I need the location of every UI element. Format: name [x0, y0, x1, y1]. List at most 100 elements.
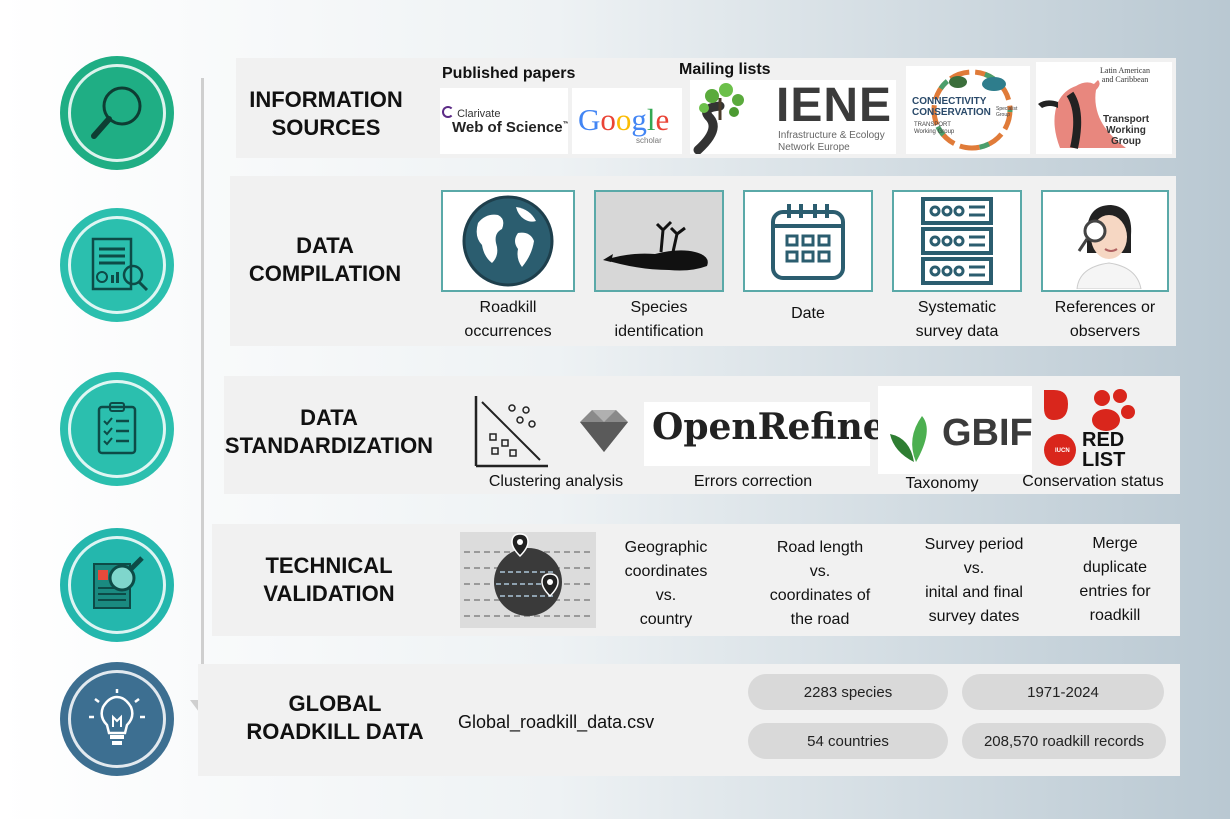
caption-line: References or	[1054, 299, 1156, 316]
gbif-logo[interactable]: GBIF	[878, 386, 1032, 474]
flow-arrow-line	[201, 78, 204, 708]
validation-line: vs.	[655, 587, 677, 604]
iene-subtitle: Infrastructure & Ecology Network Europe	[778, 130, 885, 154]
validation-line: Road length	[776, 539, 864, 556]
caption-line: Species	[630, 299, 688, 316]
mailing-lists-label: Mailing lists	[679, 61, 771, 78]
google-letter: l	[646, 102, 656, 137]
validation-line: coordinates of	[769, 587, 871, 604]
iene-logo[interactable]: IENE Infrastructure & Ecology Network Eu…	[690, 80, 896, 154]
red-list-line: LIST	[1082, 449, 1126, 471]
panel-technical-validation	[212, 524, 1180, 636]
validation-merge-duplicates: Merge duplicate entries for roadkill	[1062, 532, 1168, 628]
red-list-line: RED	[1082, 429, 1125, 451]
caption-line: observers	[1069, 323, 1141, 340]
web-of-science-logo[interactable]: Clarivate Web of Science™	[440, 88, 568, 154]
validation-line: roadkill	[1089, 607, 1141, 624]
published-papers-label: Published papers	[442, 65, 576, 82]
google-wordmark: Google	[578, 102, 669, 138]
caption-observers: References or observers	[1036, 296, 1174, 344]
google-word: Google	[578, 102, 669, 137]
openrefine-wordmark[interactable]: OpenRefine	[652, 406, 886, 448]
latam-line: Working	[1106, 125, 1146, 136]
validation-survey-period: Survey period vs. inital and final surve…	[906, 533, 1042, 629]
year-range-badge: 1971-2024	[962, 674, 1164, 710]
species-count-badge: 2283 species	[748, 674, 948, 710]
countries-count-badge: 54 countries	[748, 723, 948, 759]
stage-title-global-roadkill-data: GLOBAL ROADKILL DATA	[230, 690, 440, 746]
caption-line: Roadkill	[479, 299, 537, 316]
iucn-label: IUCN	[1055, 448, 1070, 454]
latam-transport-working-group-logo[interactable]: Latin American and Caribbean Transport W…	[1036, 62, 1172, 154]
compilation-box-species	[594, 190, 724, 292]
google-letter: o	[600, 102, 616, 137]
server-icon	[921, 197, 993, 285]
compilation-box-survey	[892, 190, 1022, 292]
records-count-badge: 208,570 roadkill records	[962, 723, 1166, 759]
validation-line: Merge	[1092, 535, 1138, 552]
stage-circle-information-sources	[60, 56, 174, 170]
caption-line: Date	[791, 305, 825, 322]
wos-small-label: Clarivate	[457, 108, 501, 120]
latam-group-text: Transport Working Group	[1086, 114, 1166, 147]
stage-title-technical-validation: TECHNICAL VALIDATION	[224, 552, 434, 608]
errors-correction-label: Errors correction	[693, 473, 813, 490]
gbif-wordmark: GBIF	[942, 412, 1032, 454]
conservation-status-label: Conservation status	[1022, 473, 1164, 490]
stage-circle-data-compilation	[60, 208, 174, 322]
stage-title-data-compilation: DATA COMPILATION	[236, 232, 414, 288]
document-magnifier-icon	[93, 556, 144, 609]
validation-line: Geographic	[624, 539, 708, 556]
stage-title-line: DATA	[300, 405, 358, 430]
iucn-red-list-logo[interactable]: IUCN RED LIST	[1040, 386, 1140, 472]
wos-small-text: Clarivate	[442, 106, 500, 120]
google-scholar-logo[interactable]: Google scholar	[572, 88, 682, 154]
connectivity-ring-icon	[931, 69, 1013, 151]
validation-line: country	[639, 611, 693, 628]
scholar-label: scholar	[636, 136, 662, 145]
stage-circle-data-standardization	[60, 372, 174, 486]
stage-title-information-sources: INFORMATION SOURCES	[240, 86, 412, 142]
clarivate-mark-icon	[442, 106, 454, 118]
validation-geographic: Geographic coordinates vs. country	[606, 536, 726, 632]
wos-big-label: Web of Science	[452, 119, 563, 136]
latam-line: Group	[1111, 136, 1141, 147]
caption-line: Systematic	[917, 299, 997, 316]
compilation-box-roadkill	[441, 190, 575, 292]
stage-title-line: DATA	[296, 233, 354, 258]
stage-title-line: SOURCES	[271, 115, 381, 140]
google-letter: G	[578, 102, 601, 137]
google-letter: e	[655, 102, 670, 137]
clustering-analysis-label: Clustering analysis	[488, 473, 624, 490]
dead-bird-icon	[603, 220, 708, 271]
global-roadkill-file-link[interactable]: Global_roadkill_data.csv	[458, 712, 655, 732]
google-letter: o	[615, 102, 632, 137]
caption-date: Date	[743, 302, 873, 326]
scatter-cluster-icon	[474, 396, 548, 468]
caption-line: survey data	[915, 323, 999, 340]
stage-circle-global-roadkill-data	[60, 662, 174, 776]
latam-line: Transport	[1102, 114, 1150, 125]
anteater-icon	[1038, 80, 1126, 149]
validation-line: coordinates	[624, 563, 708, 580]
cc-line: CONNECTIVITY	[912, 96, 987, 107]
calendar-icon	[771, 204, 845, 280]
stage-title-line: STANDARDIZATION	[224, 433, 434, 458]
validation-line: Survey period	[924, 536, 1024, 553]
latam-line: and Caribbean	[1101, 75, 1149, 84]
map-pin-globe-box	[460, 532, 596, 628]
google-letter: g	[631, 102, 647, 137]
validation-line: survey dates	[928, 608, 1020, 625]
globe-icon	[462, 195, 554, 287]
cc-line: TRANSPORT	[914, 122, 951, 128]
latam-header-text: Latin American and Caribbean	[1086, 66, 1164, 84]
iene-subtitle-line: Network Europe	[778, 142, 850, 153]
validation-line: entries for	[1079, 583, 1151, 600]
cc-side-label: Specialist Group	[996, 106, 1018, 118]
stage-title-line: VALIDATION	[263, 581, 395, 606]
connectivity-conservation-logo[interactable]: CONNECTIVITY CONSERVATION Specialist Gro…	[906, 66, 1030, 154]
map-pin-globe-icon	[464, 533, 592, 617]
compilation-box-observers	[1041, 190, 1169, 292]
